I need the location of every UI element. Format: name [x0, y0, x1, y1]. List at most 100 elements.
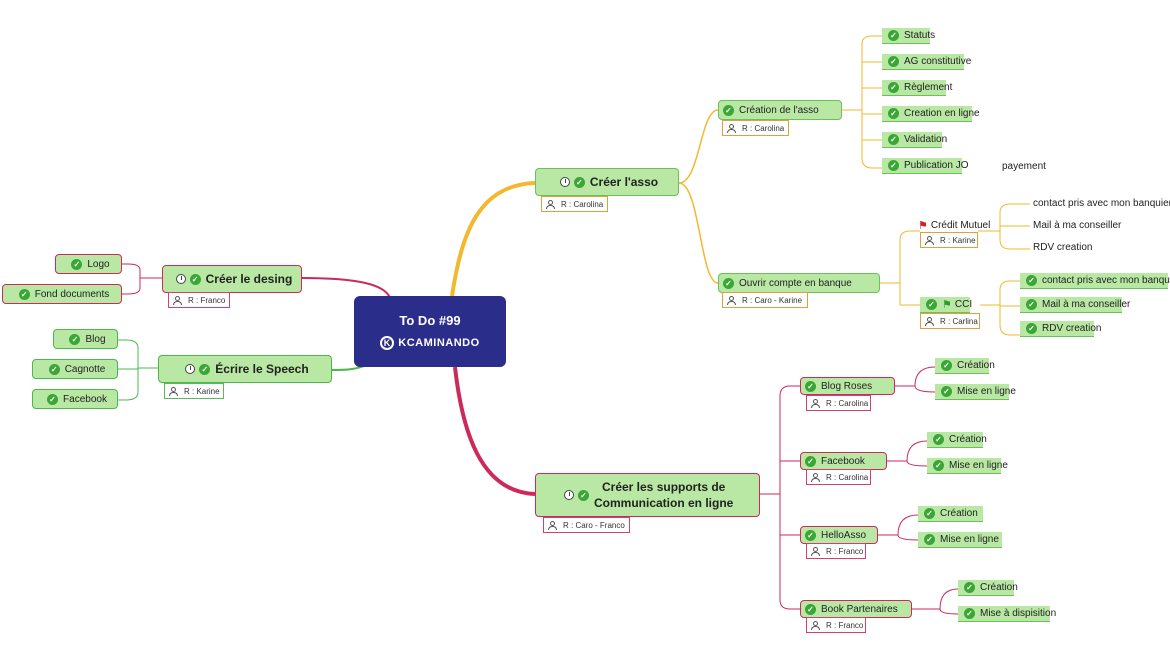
resource-tag: R : Carolina: [806, 469, 871, 485]
topic-ouvrir-compte[interactable]: ✓Ouvrir compte en banque: [718, 273, 880, 293]
task-contact-banquier[interactable]: ✓contact pris avec mon banquier: [1020, 273, 1170, 289]
task-book-mise-a-disposition[interactable]: ✓Mise à dispisition: [958, 606, 1056, 622]
topic-book-partenaires[interactable]: ✓Book Partenaires: [800, 600, 912, 618]
topic-creer-desing[interactable]: ✓ Créer le desing: [162, 265, 302, 293]
central-topic[interactable]: To Do #99 K KCAMINANDO: [354, 296, 506, 367]
check-icon: ✓: [888, 82, 899, 93]
person-icon: [925, 235, 934, 245]
task-reglement[interactable]: ✓Règlement: [882, 80, 952, 96]
topic-ecrire-speech[interactable]: ✓ Écrire le Speech: [158, 355, 332, 383]
task-facebook[interactable]: ✓Facebook: [32, 389, 118, 409]
task-facebook-creation[interactable]: ✓Création: [927, 432, 987, 448]
check-icon: ✓: [933, 434, 944, 445]
topic-blog-roses[interactable]: ✓Blog Roses: [800, 377, 895, 395]
logo-mark-icon: K: [380, 336, 395, 350]
task-cagnotte[interactable]: ✓Cagnotte: [32, 359, 118, 379]
logo-text: KCAMINANDO: [398, 337, 480, 349]
check-icon: ✓: [71, 258, 83, 270]
person-icon: [727, 295, 736, 305]
check-icon: ✓: [723, 277, 734, 289]
task-fond-documents[interactable]: ✓Fond documents: [2, 284, 122, 304]
red-flag-icon: ⚑: [918, 219, 928, 232]
central-topic-title: To Do #99: [399, 313, 461, 328]
task-facebook-mise-en-ligne[interactable]: ✓Mise en ligne: [927, 458, 1008, 474]
clock-icon: [559, 177, 570, 187]
text-rdv-creation: RDV creation: [1033, 242, 1093, 253]
check-icon: ✓: [47, 393, 59, 405]
check-icon: ✓: [888, 160, 899, 171]
task-logo[interactable]: ✓Logo: [55, 254, 122, 274]
check-icon: ✓: [805, 603, 816, 615]
check-icon: ✓: [578, 489, 589, 501]
check-icon: ✓: [888, 30, 899, 41]
task-book-creation[interactable]: ✓Création: [958, 580, 1018, 596]
check-icon: ✓: [189, 273, 201, 285]
check-icon: ✓: [805, 455, 816, 467]
task-creation-en-ligne[interactable]: ✓Creation en ligne: [882, 106, 980, 122]
text-mail-conseiller: Mail à ma conseiller: [1033, 220, 1122, 231]
clock-icon: [175, 274, 186, 284]
person-icon: [169, 386, 178, 396]
green-flag-icon: ⚑: [942, 299, 952, 311]
task-helloasso-creation[interactable]: ✓Création: [918, 506, 983, 522]
resource-tag: R : Franco: [168, 292, 230, 308]
check-icon: ✓: [941, 386, 952, 397]
check-icon: ✓: [69, 333, 81, 345]
topic-credit-mutuel[interactable]: ⚑Crédit Mutuel: [918, 219, 991, 232]
resource-tag: R : Caro - Karine: [722, 292, 808, 308]
check-icon: ✓: [723, 104, 734, 116]
task-blog[interactable]: ✓Blog: [53, 329, 118, 349]
clock-icon: [564, 490, 574, 500]
topic-helloasso[interactable]: ✓HelloAsso: [800, 526, 878, 544]
topic-creer-asso[interactable]: ✓ Créer l'asso: [535, 168, 679, 196]
check-icon: ✓: [1026, 275, 1037, 286]
resource-tag: R : Carlina: [920, 313, 980, 329]
check-icon: ✓: [964, 582, 975, 593]
resource-tag: R : Carolina: [806, 395, 871, 411]
resource-tag: R : Carolina: [541, 196, 608, 212]
person-icon: [173, 295, 182, 305]
check-icon: ✓: [573, 176, 585, 188]
text-contact-banquier: contact pris avec mon banquier: [1033, 198, 1170, 209]
task-rdv-creation[interactable]: ✓RDV creation: [1020, 321, 1101, 337]
check-icon: ✓: [48, 363, 60, 375]
check-icon: ✓: [199, 363, 211, 375]
topic-label-line1: Créer les supports de: [601, 480, 726, 494]
check-icon: ✓: [924, 508, 935, 519]
check-icon: ✓: [805, 380, 816, 392]
person-icon: [727, 123, 736, 133]
topic-creer-supports[interactable]: ✓ Créer les supports de Communication en…: [535, 473, 760, 517]
topic-cci[interactable]: ✓⚑CCI: [920, 297, 972, 313]
topic-facebook[interactable]: ✓Facebook: [800, 452, 887, 470]
resource-tag: R : Caro - Franco: [543, 517, 630, 533]
check-icon: ✓: [964, 608, 975, 619]
clock-icon: [185, 364, 196, 374]
task-blog-creation[interactable]: ✓Création: [935, 358, 995, 374]
person-icon: [925, 316, 934, 326]
resource-tag: R : Karine: [164, 383, 224, 399]
resource-tag: R : Carolina: [722, 120, 789, 136]
check-icon: ✓: [933, 460, 944, 471]
task-ag[interactable]: ✓AG constitutive: [882, 54, 971, 70]
person-icon: [811, 546, 820, 556]
check-icon: ✓: [1026, 299, 1037, 310]
check-icon: ✓: [888, 108, 899, 119]
task-helloasso-mise-en-ligne[interactable]: ✓Mise en ligne: [918, 532, 1002, 548]
kcaminando-logo: K KCAMINANDO: [380, 336, 479, 350]
check-icon: ✓: [1026, 323, 1037, 334]
check-icon: ✓: [924, 534, 935, 545]
topic-label-line2: Communication en ligne: [594, 496, 734, 510]
person-icon: [811, 398, 820, 408]
check-icon: ✓: [888, 134, 899, 145]
person-icon: [548, 520, 557, 530]
task-blog-mise-en-ligne[interactable]: ✓Mise en ligne: [935, 384, 1016, 400]
task-mail-conseiller[interactable]: ✓Mail à ma conseiller: [1020, 297, 1130, 313]
resource-tag: R : Karine: [920, 232, 978, 248]
task-validation[interactable]: ✓Validation: [882, 132, 947, 148]
note-payement: payement: [1002, 161, 1046, 172]
person-icon: [811, 472, 820, 482]
task-statuts[interactable]: ✓Statuts: [882, 28, 935, 44]
topic-creation-asso[interactable]: ✓Création de l'asso: [718, 100, 842, 120]
task-publication-jo[interactable]: ✓Publication JO: [882, 158, 968, 174]
